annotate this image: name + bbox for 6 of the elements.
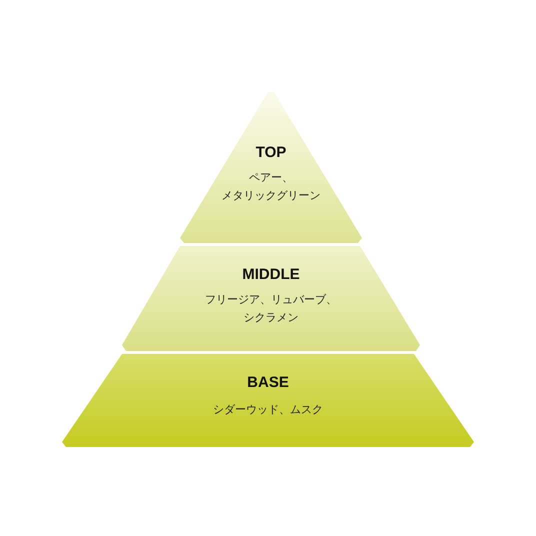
tier-heading: MIDDLE: [242, 266, 300, 283]
tier-heading: BASE: [247, 374, 289, 391]
note-list: シダーウッド、ムスク: [188, 401, 348, 419]
note-list: ペアー、メタリックグリーン: [211, 169, 331, 205]
tier-heading: TOP: [256, 144, 286, 161]
note-list: フリージア、リュバーブ、シクラメン: [196, 291, 346, 327]
